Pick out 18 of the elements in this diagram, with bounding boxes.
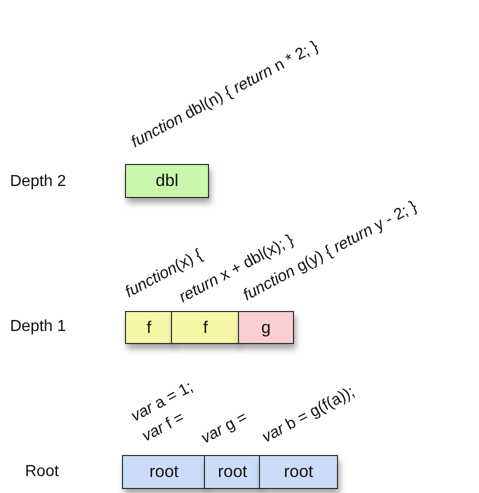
frame-box [204,455,261,489]
frame-box [125,311,173,344]
frame-name: dbl [156,171,178,191]
depth-label: Root [25,463,59,481]
frame-box [125,164,209,198]
frame-box [122,455,206,489]
frame-name: root [218,462,248,482]
frame-box [259,455,338,489]
code-line: var g = [198,408,251,448]
frame-box [171,311,240,344]
frame-name: f [203,318,208,338]
depth-label: Depth 1 [10,318,66,336]
frame-name: g [261,318,271,338]
frame-name: root [149,462,179,482]
depth-label: Depth 2 [10,173,66,191]
frame-name: f [146,318,152,338]
frame-name: root [284,462,314,482]
frame-box [238,311,294,344]
